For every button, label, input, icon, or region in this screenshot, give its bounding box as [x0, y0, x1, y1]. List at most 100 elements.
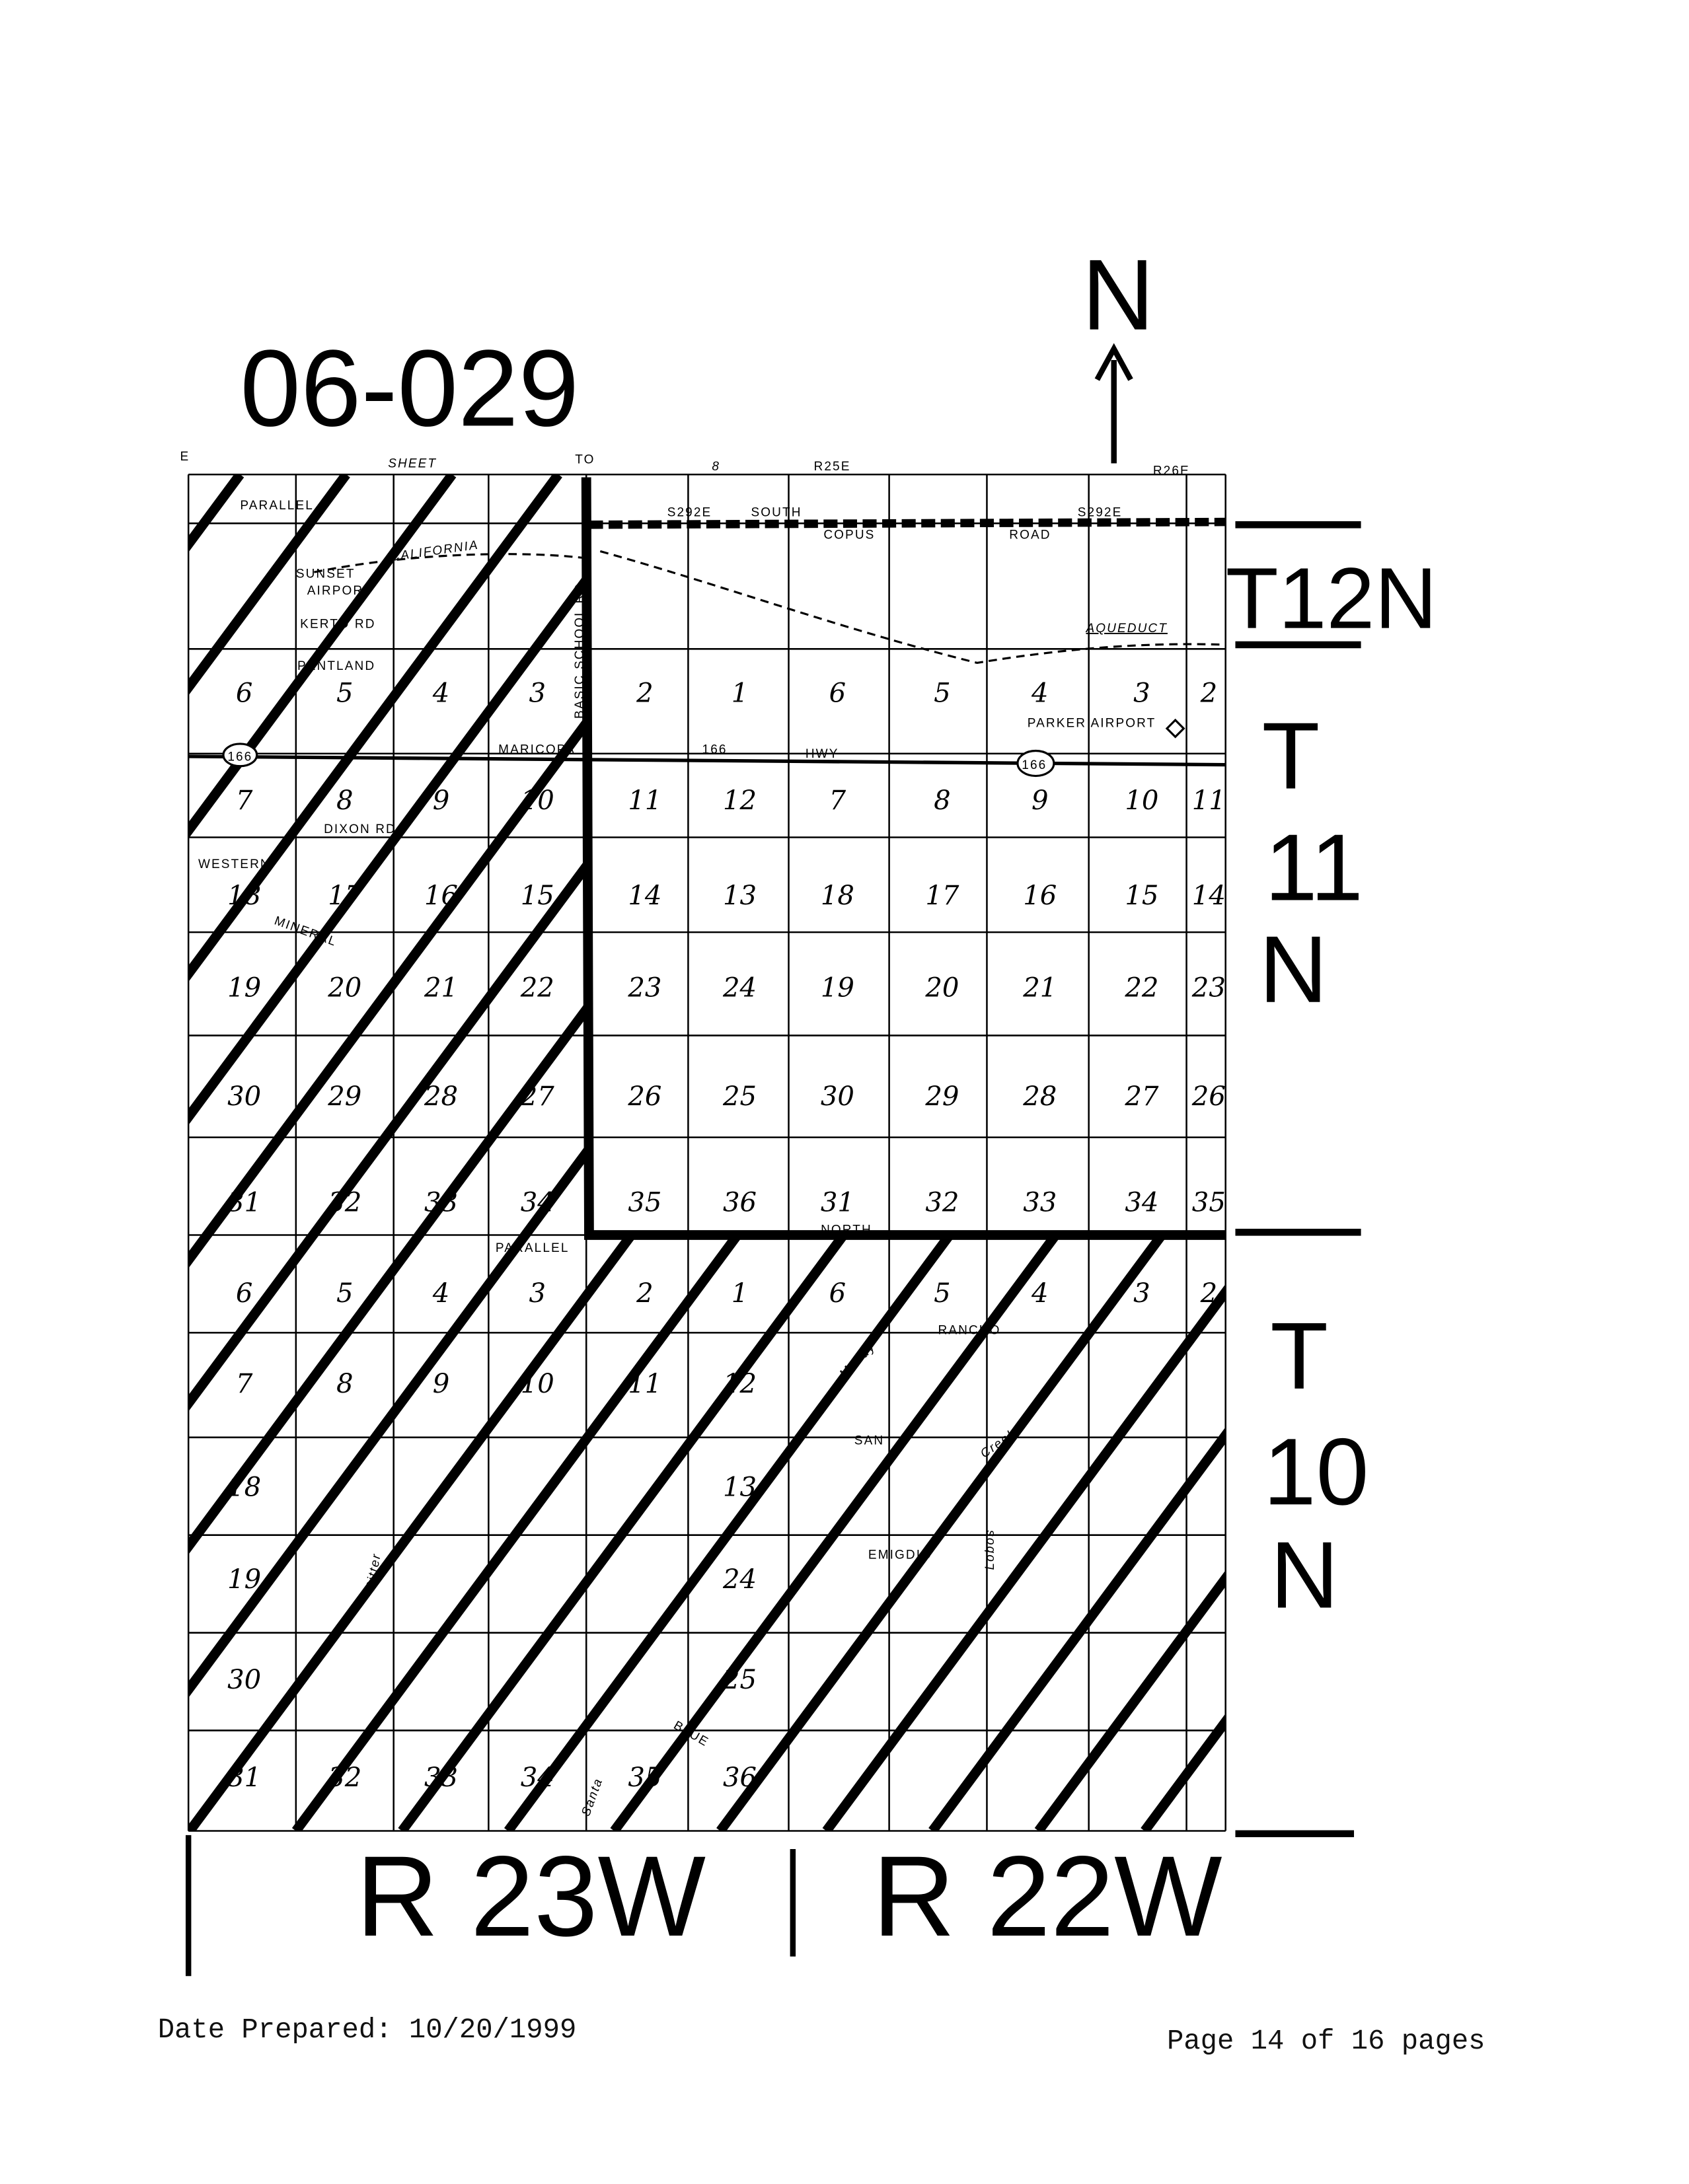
label-road: ROAD — [1009, 528, 1051, 542]
section-number: 2 — [636, 1278, 654, 1309]
section-number: 30 — [227, 1081, 261, 1112]
section-number: 3 — [529, 1278, 546, 1309]
section-number: 9 — [1032, 785, 1049, 816]
north-arrow: N — [1082, 239, 1154, 464]
label-parallel-bottom: PARALLEL — [496, 1241, 570, 1255]
hatch-line — [1034, 474, 1226, 1831]
section-number: 23 — [1191, 972, 1226, 1003]
hatch-line — [504, 474, 1226, 1831]
section-number: 32 — [328, 1763, 361, 1793]
township-t12n: T12N — [1226, 550, 1437, 647]
label-lobos: Lobos — [983, 1529, 997, 1570]
section-number: 18 — [227, 881, 261, 911]
section-number: 15 — [521, 881, 554, 911]
section-number: 8 — [336, 1369, 354, 1399]
section-number: 12 — [723, 785, 757, 816]
township-t11n-t: T — [1262, 704, 1320, 809]
section-number: 23 — [627, 972, 661, 1003]
section-number: 36 — [723, 1188, 757, 1218]
section-number: 21 — [1022, 972, 1057, 1003]
hatch-line — [1357, 474, 1689, 1831]
label-maricopa: MARICOPA — [498, 743, 576, 757]
highway-166-shield-east: 166 — [1016, 749, 1055, 778]
township-t10n-t: T — [1270, 1303, 1328, 1409]
label-muddy: Muddy — [837, 1340, 879, 1381]
hatch-line — [1569, 474, 1689, 1831]
label-parker-airport: PARKER AIRPORT — [1028, 717, 1156, 731]
label-aqueduct: AQUEDUCT — [1085, 622, 1168, 636]
section-number: 29 — [327, 1081, 361, 1112]
label-dixon-rd: DIXON RD — [324, 822, 396, 836]
section-number: 25 — [722, 1665, 757, 1695]
section-number: 11 — [1192, 785, 1226, 816]
section-number: 35 — [628, 1763, 661, 1793]
section-number: 4 — [1031, 1278, 1049, 1309]
label-166: 166 — [702, 743, 728, 757]
section-number: 7 — [829, 785, 846, 816]
section-number: 26 — [627, 1081, 661, 1112]
section-number: 3 — [529, 678, 546, 709]
label-pentland: PENTLAND — [297, 659, 375, 673]
township-t10n-n: N — [1270, 1523, 1339, 1628]
section-number: 20 — [327, 972, 361, 1003]
hatch-line — [188, 474, 350, 1831]
label-s292e-2: S292E — [1078, 506, 1123, 520]
section-number: 5 — [336, 678, 354, 709]
section-number: 15 — [1125, 881, 1158, 911]
svg-text:166: 166 — [1022, 758, 1047, 772]
label-copus: COPUS — [823, 528, 875, 542]
section-number: 10 — [521, 785, 554, 816]
label-parallel-top: PARALLEL — [240, 499, 314, 513]
section-number: 14 — [1192, 881, 1226, 911]
section-number: 16 — [1023, 881, 1057, 911]
section-number: 4 — [432, 678, 450, 709]
section-number: 11 — [628, 1369, 661, 1399]
range-r23w: R 23W — [356, 1832, 706, 1960]
section-number: 21 — [424, 972, 458, 1003]
label-r25e: R25E — [814, 460, 851, 474]
label-basic-school-rd: BASIC SCHOOL RD — [573, 583, 587, 719]
section-number: 3 — [1133, 1278, 1150, 1309]
section-number: 29 — [924, 1081, 959, 1112]
section-number: 26 — [1191, 1081, 1226, 1112]
section-number: 11 — [628, 785, 661, 816]
section-number: 33 — [1023, 1188, 1057, 1218]
section-number: 36 — [723, 1763, 757, 1793]
page-number: Page 14 of 16 pages — [1167, 2025, 1485, 2057]
township-t11n-n: N — [1259, 917, 1328, 1023]
label-santa: Santa — [579, 1776, 605, 1818]
section-number: 6 — [829, 678, 846, 709]
township-labels: T12N T 11 N T 10 N — [1226, 521, 1437, 1838]
section-number: 35 — [1192, 1188, 1226, 1218]
section-number: 16 — [424, 881, 458, 911]
section-number: 31 — [821, 1188, 854, 1218]
label-e: E — [180, 450, 190, 464]
hatch-line — [398, 474, 1226, 1831]
section-number: 5 — [336, 1278, 354, 1309]
range-r22w: R 22W — [872, 1832, 1222, 1960]
label-rancho: RANCHO — [938, 1324, 1001, 1338]
section-number: 6 — [236, 1278, 253, 1309]
section-number: 17 — [328, 881, 362, 911]
label-sheet: SHEET — [388, 457, 437, 471]
label-airport: AIRPORT — [307, 584, 373, 598]
section-number: 31 — [227, 1763, 261, 1793]
section-number: 34 — [521, 1188, 554, 1218]
section-number: 27 — [520, 1081, 555, 1112]
hatch-line — [1463, 474, 1689, 1831]
section-number: 8 — [336, 785, 354, 816]
section-number: 19 — [821, 972, 854, 1003]
label-hwy: HWY — [806, 747, 839, 761]
section-number: 2 — [1200, 678, 1218, 709]
section-number: 13 — [723, 1473, 757, 1503]
section-number: 19 — [227, 972, 261, 1003]
section-number: 6 — [829, 1278, 846, 1309]
section-number: 18 — [227, 1473, 261, 1503]
section-number: 32 — [328, 1188, 361, 1218]
section-number: 20 — [924, 972, 959, 1003]
date-prepared: Date Prepared: 10/20/1999 — [158, 2014, 577, 2046]
section-number: 33 — [424, 1188, 458, 1218]
label-kerto-rd: KERTO RD — [300, 618, 375, 632]
hatch-line — [188, 474, 669, 1831]
